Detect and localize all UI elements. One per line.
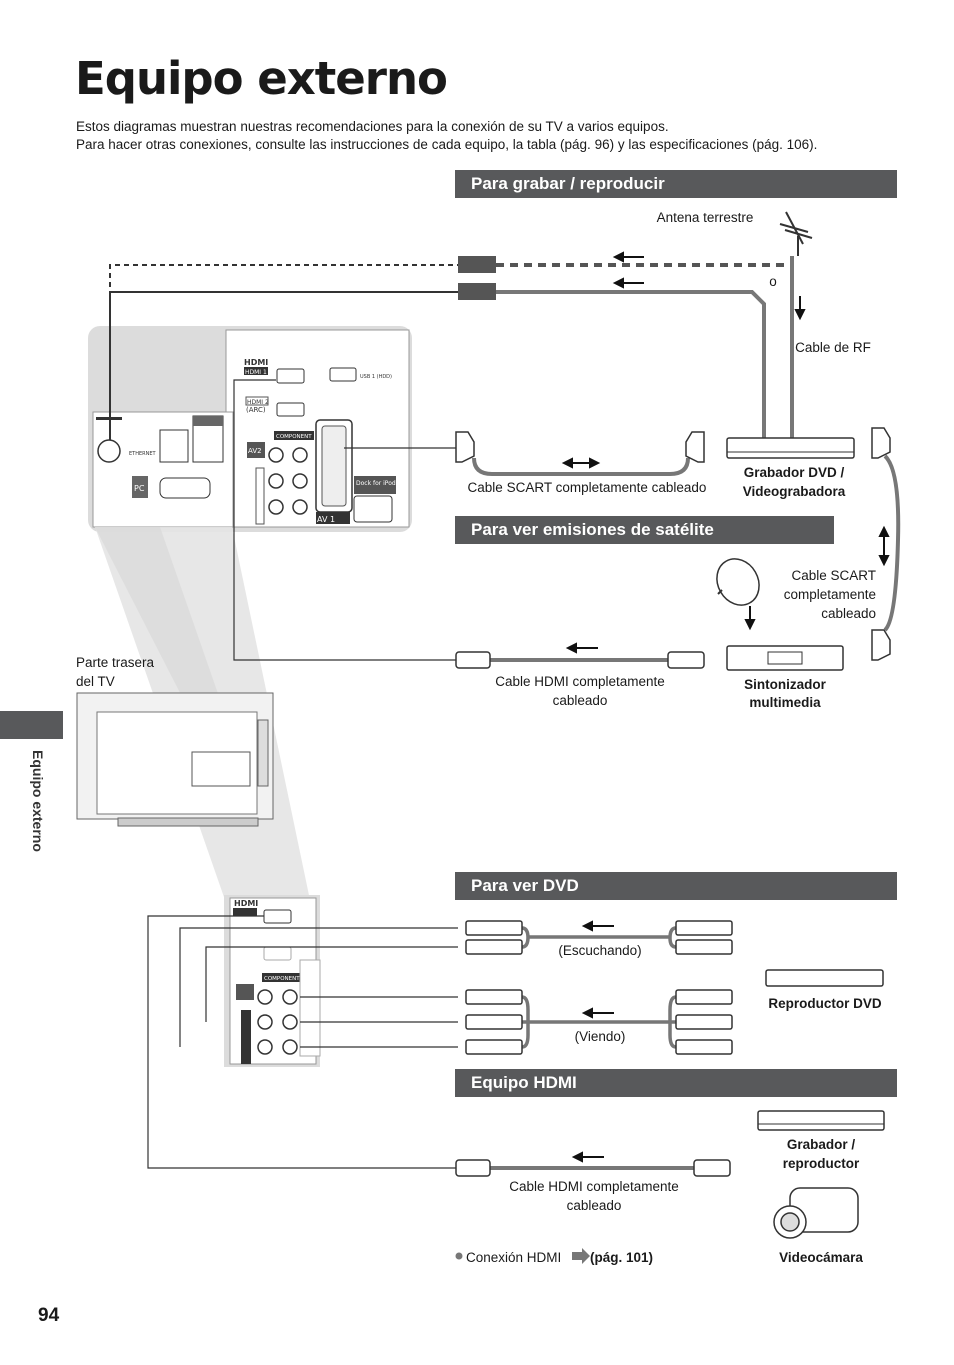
lower-component-label: COMPONENT	[264, 976, 300, 982]
hdmi-plug-left-2	[455, 1159, 491, 1177]
antenna-label: Antena terrestre	[656, 210, 754, 225]
scart-cable2-label-3: cableado	[821, 606, 876, 621]
hdmi-logo-text: HDMI	[244, 358, 268, 367]
pc-label: PC	[134, 484, 145, 493]
dvd-recorder-label-2: Videograbadora	[742, 484, 846, 499]
scart2-arrow	[878, 525, 890, 567]
intro-line-2: Para hacer otras conexiones, consulte la…	[76, 137, 818, 152]
pc-label-box	[132, 476, 148, 498]
bullet-icon	[455, 1252, 463, 1260]
av2-label: AV2	[248, 447, 262, 455]
hdmi-link-line	[233, 379, 458, 661]
or-label: o	[769, 274, 777, 289]
viewing-label: (Viendo)	[574, 1029, 626, 1044]
hdmi-conn-label: Conexión HDMI	[466, 1250, 562, 1265]
recorder-label-2: reproductor	[782, 1156, 860, 1171]
rf-cable-tv	[109, 291, 460, 440]
hdmi2-label: HDMI 2	[247, 399, 269, 406]
camcorder-label: Videocámara	[779, 1250, 863, 1265]
hdmi1-port	[276, 368, 305, 384]
ethernet-port	[159, 429, 189, 463]
hdmi-cable2-label-2: cableado	[566, 1198, 622, 1213]
hdmi2-port	[276, 402, 305, 417]
camcorder-icon	[773, 1187, 859, 1239]
rca-cables	[521, 926, 677, 1049]
hdmi-conn-ref: (pág. 101)	[590, 1250, 654, 1265]
rf-plug-1	[458, 256, 496, 273]
scart-arrow	[561, 457, 601, 469]
av1-label: AV 1	[317, 515, 335, 524]
scart-cable	[472, 457, 690, 476]
scart-plug-left	[455, 431, 475, 463]
tv-back-label-2: del TV	[76, 674, 115, 689]
hdmi-plug-right	[667, 651, 705, 669]
page-number: 94	[38, 1305, 60, 1326]
hdmi-cable-label-1: Cable HDMI completamente	[495, 674, 665, 689]
rca-jacks-lower	[257, 989, 298, 1055]
rca-link-lines	[179, 927, 458, 1048]
vga-port	[159, 477, 211, 499]
tv-back-label-1: Parte trasera	[76, 655, 155, 670]
page-title: Equipo externo	[75, 52, 448, 105]
hdmi-plug-left	[455, 651, 491, 669]
arrow-right-icon	[572, 1248, 590, 1264]
scart-cable2-label-2: completamente	[783, 587, 876, 602]
intro-line-1: Estos diagramas muestran nuestras recome…	[76, 119, 669, 134]
hdmi-plug-right-2	[693, 1159, 731, 1177]
usb-label: USB 1 (HDD)	[360, 374, 392, 380]
usb-port	[329, 367, 357, 382]
dvd-recorder-icon	[726, 437, 855, 459]
side-tab-block	[0, 711, 63, 739]
lower-hdmi-logo: HDMI	[234, 899, 258, 908]
lower-hdmi1-port	[263, 909, 292, 924]
rca-plugs-right	[675, 920, 733, 1055]
dvd-recorder-label-1: Grabador DVD /	[743, 465, 845, 480]
section-hdmi: Equipo HDMI	[455, 1069, 897, 1097]
dock-label: Dock for iPod	[356, 480, 396, 487]
settop-label-1: Sintonizador	[744, 677, 826, 692]
recorder-icon	[757, 1110, 885, 1131]
scart-cable-label: Cable SCART completamente cableado	[467, 480, 707, 495]
rca-jacks-panel	[268, 447, 308, 515]
dvd-player-label: Reproductor DVD	[768, 996, 882, 1011]
settop-label-2: multimedia	[749, 695, 821, 710]
recorder-label-1: Grabador /	[786, 1137, 856, 1152]
rf-cable-recorder	[496, 290, 766, 440]
hdmi1-label: HDMI 1	[245, 369, 267, 376]
section-record: Para grabar / reproducir	[455, 170, 897, 198]
rf-plug-2	[458, 283, 496, 300]
component-label: COMPONENT	[276, 434, 312, 440]
dock-port	[353, 495, 393, 523]
listening-label: (Escuchando)	[558, 943, 642, 958]
arc-label: (ARC)	[246, 406, 266, 414]
scart-cable2-label-1: Cable SCART	[791, 568, 876, 583]
svg-text:ETHERNET: ETHERNET	[129, 451, 157, 457]
rca-plugs-left	[465, 920, 523, 1055]
lower-hdmi2-port	[263, 946, 292, 961]
antenna-socket	[97, 439, 121, 463]
dvd-player-icon	[765, 969, 884, 987]
satellite-dish-icon	[716, 558, 760, 606]
hdmi-link-line-2	[147, 915, 458, 1169]
scart-plug-bottom	[871, 629, 891, 661]
antenna-icon	[779, 211, 813, 256]
hdmi-cable2-label-1: Cable HDMI completamente	[509, 1179, 679, 1194]
scart-plug-right	[685, 431, 705, 463]
scart-plug-top	[871, 427, 891, 459]
intro-text: Estos diagramas muestran nuestras recome…	[76, 118, 817, 154]
rf-arrows	[612, 251, 806, 321]
hdmi-cable-label-2: cableado	[552, 693, 608, 708]
side-tab-label: Equipo externo	[30, 750, 46, 852]
section-satellite: Para ver emisiones de satélite	[455, 516, 834, 544]
section-dvd: Para ver DVD	[455, 872, 897, 900]
scart-cable-2	[883, 454, 901, 632]
rf-cable-label: Cable de RF	[795, 340, 871, 355]
